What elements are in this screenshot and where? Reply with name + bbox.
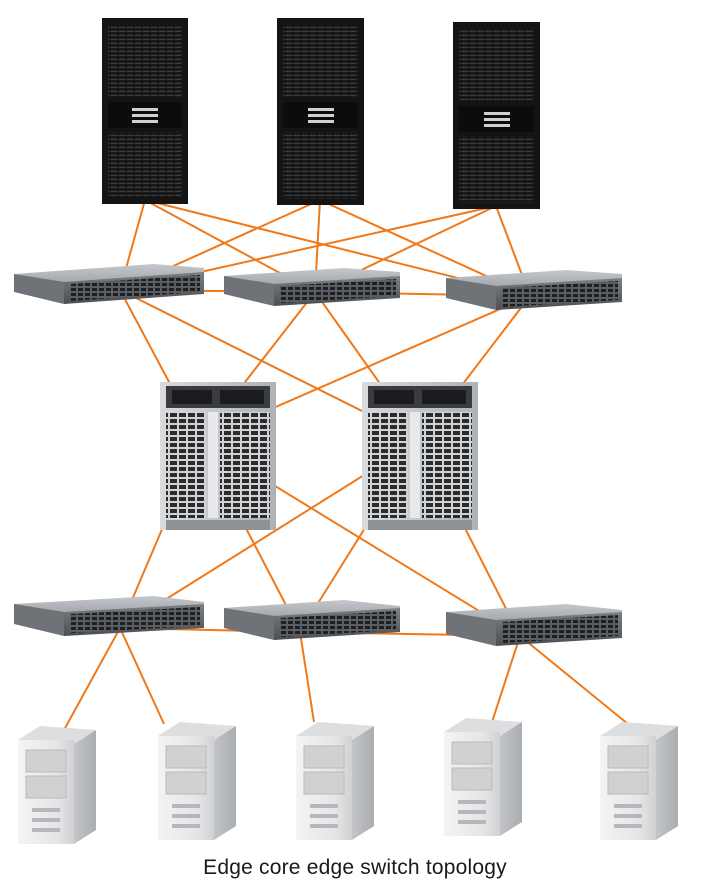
link-edge-switch-bottom-3-to-host-server-4 [491,635,521,723]
host-server-4 [444,718,522,836]
storage-array-1 [102,18,188,204]
host-server-3 [296,722,374,840]
edge-switch-bottom-1 [14,596,204,636]
edge-switch-top-1 [14,264,204,304]
link-edge-switch-bottom-1-to-host-server-2 [119,627,165,725]
edge-switch-bottom-3 [446,604,622,646]
host-server-2 [158,722,236,840]
host-server-1 [18,726,96,844]
storage-array-2 [277,18,364,205]
core-director-1 [160,382,276,530]
link-edge-switch-bottom-2-to-host-server-3 [299,631,315,723]
diagram-caption: Edge core edge switch topology [203,856,507,879]
edge-switch-bottom-2 [224,600,400,640]
core-director-2 [362,382,478,530]
link-edge-switch-bottom-3-to-host-server-5 [519,635,629,725]
edge-switch-top-2 [224,268,400,306]
host-server-5 [600,722,678,840]
link-edge-switch-bottom-1-to-host-server-1 [63,627,121,731]
storage-array-3 [453,22,540,209]
edge-switch-top-3 [446,270,622,310]
